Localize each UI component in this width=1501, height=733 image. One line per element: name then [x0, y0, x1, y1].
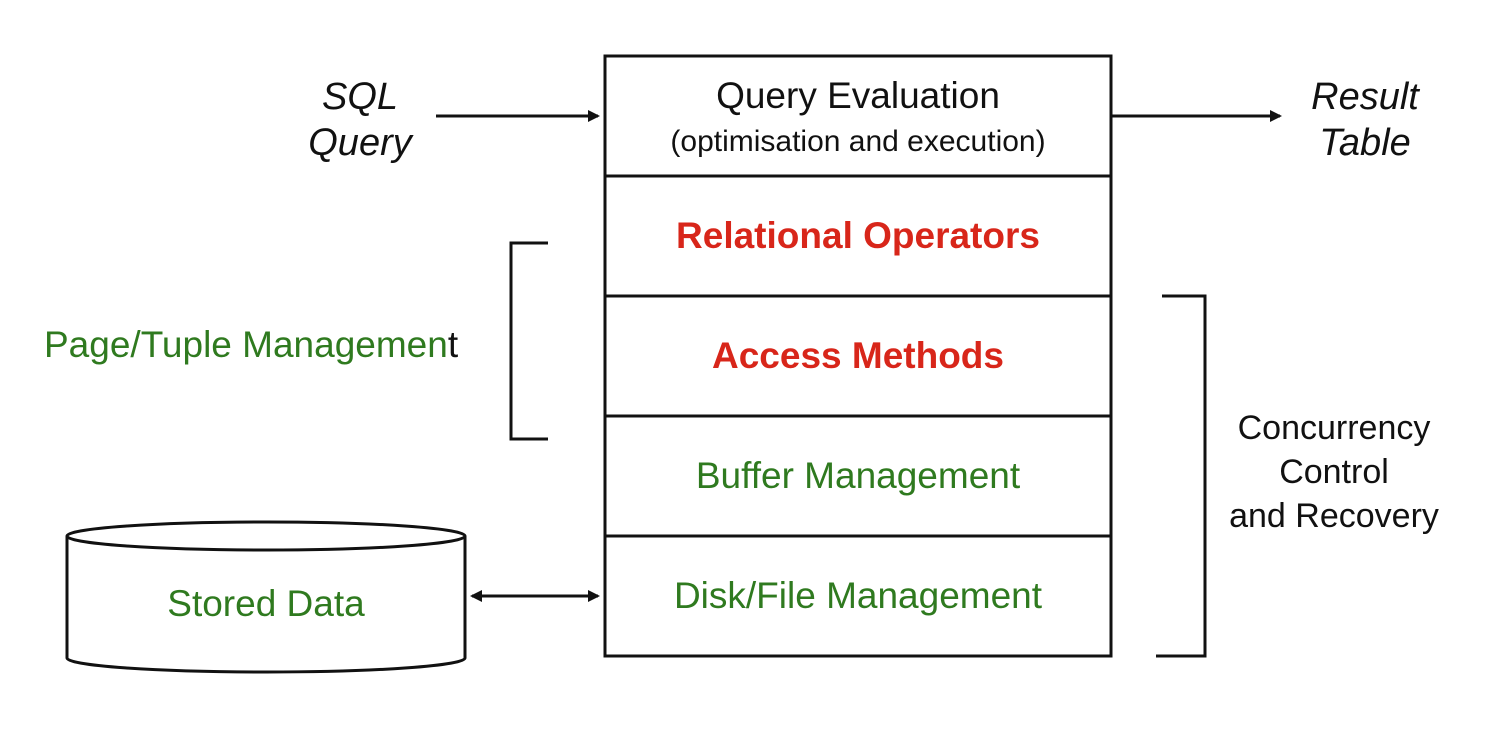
page-tuple-management-black: t	[447, 324, 459, 365]
stored-data-cylinder	[65, 520, 467, 674]
relational-operators-label: Relational Operators	[676, 215, 1040, 256]
sql-query-line2: Query	[308, 122, 412, 164]
layer-box-access-methods	[603, 294, 1113, 418]
layer-box-query-evaluation	[603, 54, 1113, 178]
page-tuple-management-label: Page/Tuple Management	[44, 323, 458, 367]
query-evaluation-subtitle: (optimisation and execution)	[670, 125, 1046, 158]
concurrency-line2: Control	[1279, 453, 1389, 491]
page-tuple-management-green: Page/Tuple Managemen	[44, 324, 448, 365]
layer-box-buffer-management	[603, 414, 1113, 538]
concurrency-line1: Concurrency	[1237, 409, 1431, 447]
disk-file-management-label: Disk/File Management	[673, 575, 1043, 616]
access-methods-label: Access Methods	[712, 335, 1004, 376]
result-table-line2: Table	[1319, 122, 1411, 164]
concurrency-control-label: Concurrency Control and Recovery	[1214, 406, 1454, 538]
concurrency-line3: and Recovery	[1229, 497, 1439, 535]
layer-box-relational-operators	[603, 174, 1113, 298]
sql-query-label: SQL Query	[290, 74, 430, 166]
query-evaluation-title: Query Evaluation	[716, 75, 1000, 116]
buffer-management-label: Buffer Management	[695, 455, 1021, 496]
result-table-line1: Result	[1311, 76, 1419, 118]
sql-query-line1: SQL	[321, 76, 399, 118]
concurrency-bracket	[1156, 294, 1207, 658]
result-table-label: Result Table	[1290, 74, 1440, 166]
layer-box-disk-file-management	[603, 534, 1113, 658]
page-tuple-bracket	[509, 241, 548, 441]
stored-data-label: Stored Data	[167, 583, 365, 624]
